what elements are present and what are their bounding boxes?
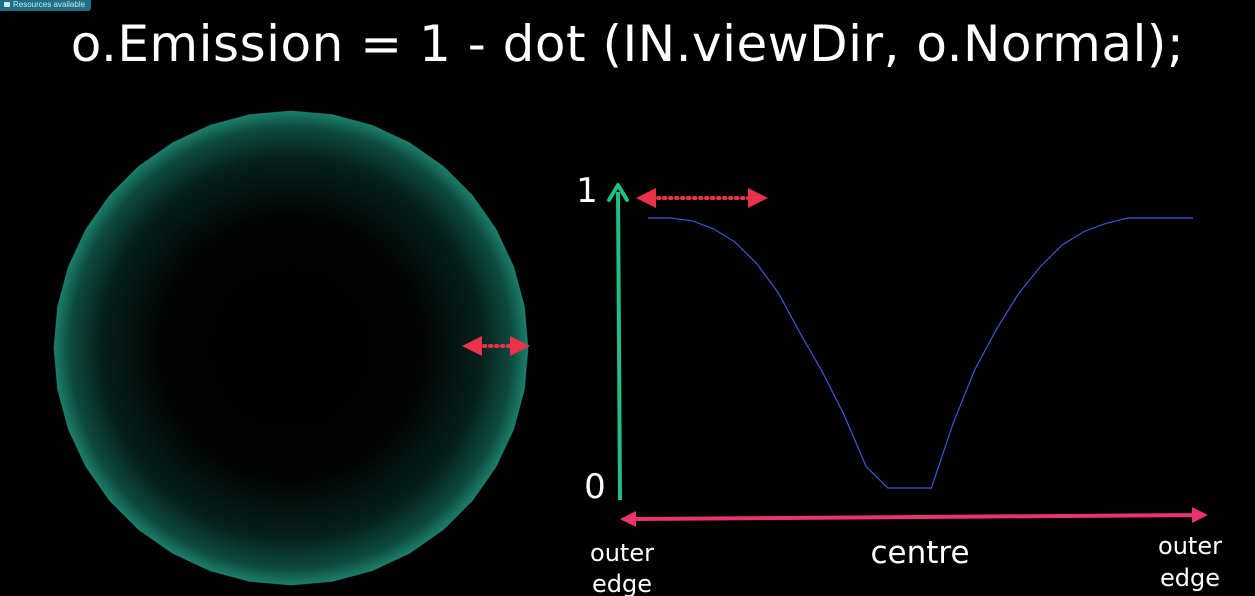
- x-axis-left-label-line2: edge: [592, 570, 652, 596]
- chat-icon: [4, 2, 10, 8]
- y-axis-arrowhead: [607, 183, 629, 202]
- fresnel-sphere: [53, 110, 529, 586]
- y-axis-bottom-label: 0: [584, 467, 606, 507]
- x-axis-right-label-line2: edge: [1160, 564, 1220, 592]
- x-axis-right-label-line1: outer: [1158, 532, 1222, 560]
- x-axis-arrow: [620, 507, 1208, 527]
- y-axis-arrow: [616, 191, 622, 501]
- y-axis-top-label: 1: [576, 171, 598, 211]
- emission-curve: [648, 217, 1193, 489]
- resources-badge[interactable]: Resources available: [0, 0, 92, 11]
- x-axis-left-label-line1: outer: [590, 539, 654, 567]
- resources-badge-label: Resources available: [13, 0, 86, 9]
- x-axis-centre-label: centre: [870, 535, 969, 571]
- shader-formula-title: o.Emission = 1 - dot (IN.viewDir, o.Norm…: [70, 15, 1185, 73]
